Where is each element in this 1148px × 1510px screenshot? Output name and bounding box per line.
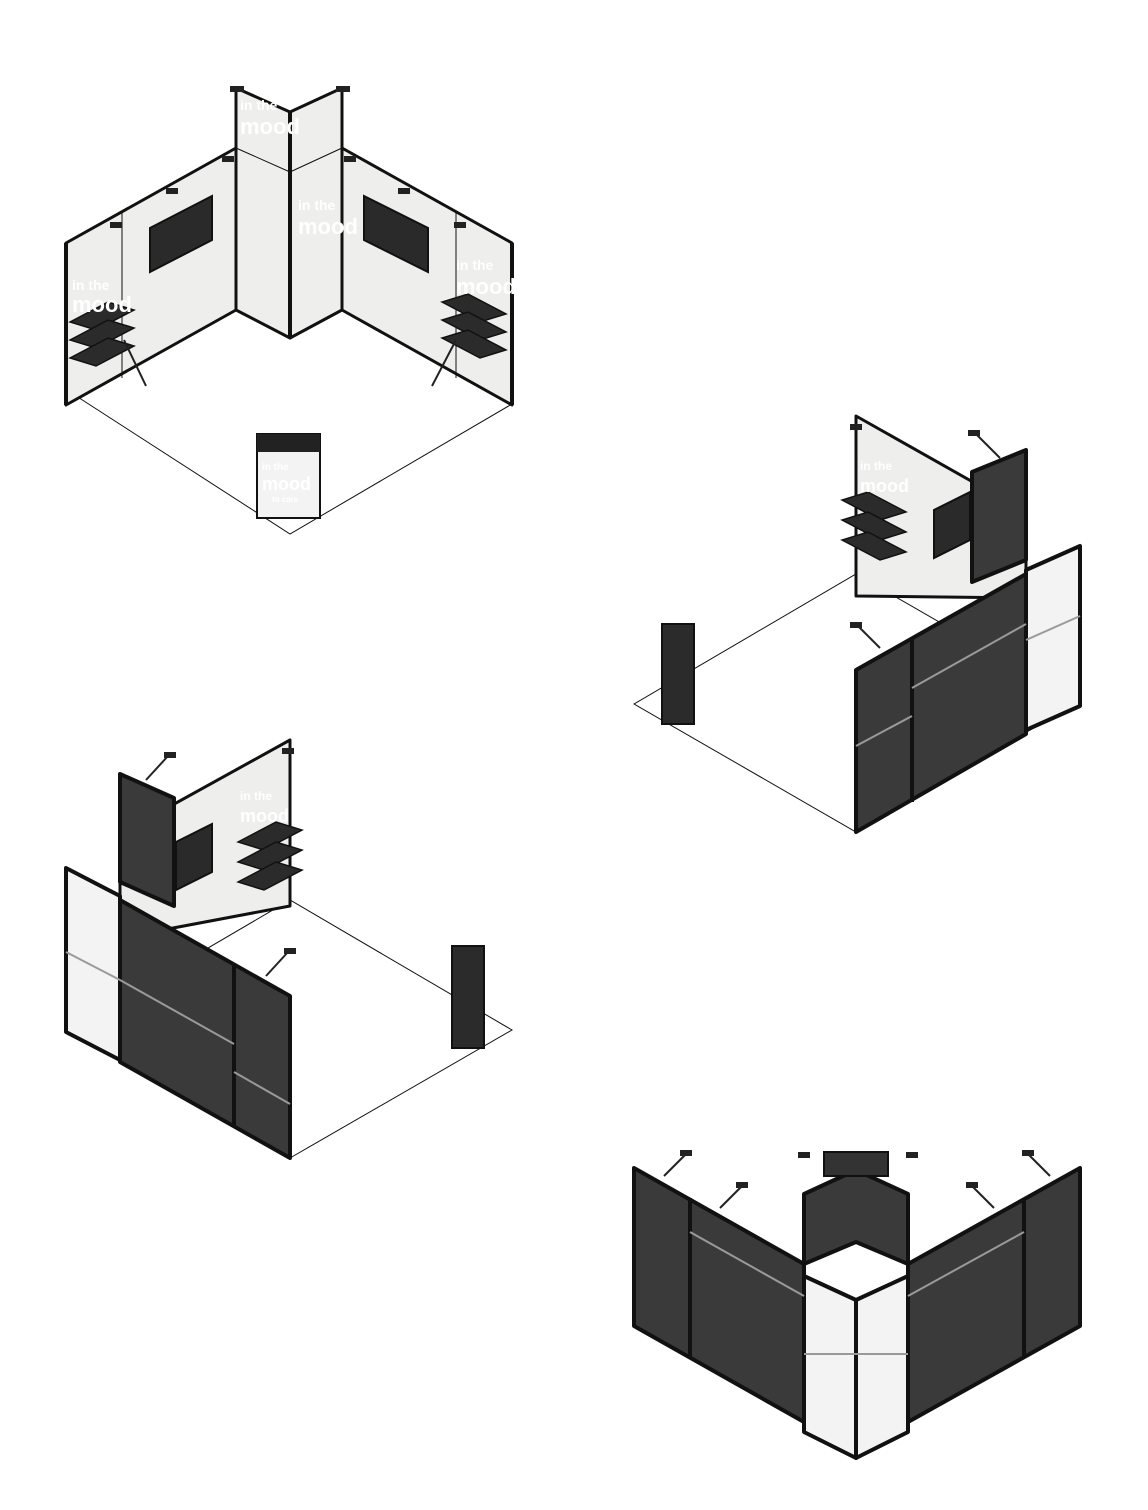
shelves bbox=[840, 491, 908, 561]
brand-text: mood bbox=[298, 214, 358, 239]
top-header-block bbox=[823, 1151, 889, 1177]
brand-text: mood bbox=[456, 274, 516, 299]
left-rear-wall bbox=[632, 1166, 806, 1424]
brand-text: in the bbox=[240, 97, 278, 113]
view-left-exterior: in the mood bbox=[64, 738, 513, 1160]
brand-graphics-3: in the mood bbox=[240, 789, 289, 826]
tv-screen bbox=[175, 822, 213, 892]
reception-counter: in the mood to care bbox=[256, 433, 321, 519]
brand-text: mood bbox=[860, 476, 909, 496]
shelves-left bbox=[68, 301, 147, 387]
brand-text: mood bbox=[240, 806, 289, 826]
brand-text: in the bbox=[298, 197, 336, 213]
tall-dark-panel bbox=[118, 772, 176, 908]
brand-text: in the bbox=[72, 277, 110, 293]
spot-lamps bbox=[110, 86, 466, 228]
view-right-exterior: in the mood bbox=[633, 414, 1082, 834]
counter-brand-line2: mood bbox=[262, 474, 311, 494]
front-dark-wall bbox=[854, 572, 1028, 834]
right-rear-wall bbox=[906, 1166, 1082, 1424]
totem bbox=[661, 623, 695, 725]
brand-text: in the bbox=[456, 257, 494, 273]
view-front-interior: in the mood in the mood in the mood in t… bbox=[64, 86, 516, 535]
brand-graphics-2: in the mood bbox=[860, 459, 909, 496]
spot-lamps bbox=[145, 748, 296, 977]
spot-lamps bbox=[663, 1150, 1051, 1209]
white-end-panel bbox=[1024, 544, 1082, 732]
view-rear-exterior bbox=[632, 1150, 1082, 1460]
tall-dark-panel bbox=[970, 448, 1028, 584]
spot-lamps bbox=[850, 424, 1001, 649]
tv-screen-left bbox=[149, 194, 213, 274]
brand-text: mood bbox=[72, 292, 132, 317]
brand-graphics-1: in the mood in the mood in the mood in t… bbox=[72, 97, 516, 317]
brand-text: mood bbox=[240, 114, 300, 139]
tv-screen-right bbox=[363, 194, 429, 274]
center-white-left bbox=[802, 1274, 858, 1460]
counter-brand-line3: to care bbox=[272, 495, 299, 504]
brand-text: in the bbox=[240, 789, 272, 803]
tv-screen bbox=[933, 490, 971, 560]
brand-text: in the bbox=[860, 459, 892, 473]
shelves bbox=[236, 821, 304, 891]
counter-brand-line1: in the bbox=[262, 462, 289, 473]
totem bbox=[451, 945, 485, 1049]
white-end-panel bbox=[64, 866, 122, 1062]
center-column-dark bbox=[802, 1168, 910, 1266]
shelves-right bbox=[431, 293, 508, 387]
front-dark-wall bbox=[118, 898, 292, 1160]
center-white-right bbox=[854, 1274, 910, 1460]
